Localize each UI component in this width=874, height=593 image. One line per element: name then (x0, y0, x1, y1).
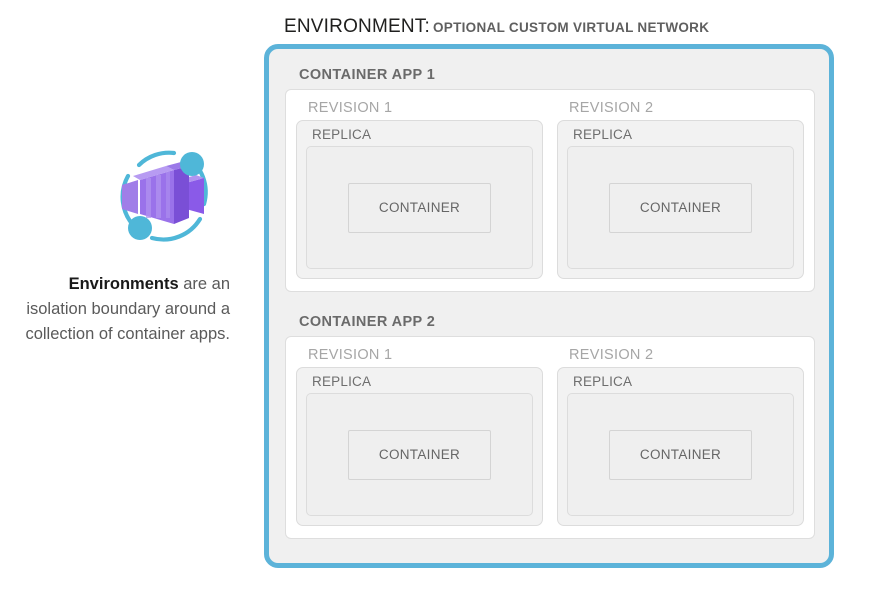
container-app-1-label: CONTAINER APP 1 (299, 67, 436, 83)
app1-revision-1-box: REPLICA CONTAINER (296, 120, 543, 279)
app2-revision-1-replica-box: CONTAINER (306, 393, 533, 516)
page-title: ENVIRONMENT:OPTIONAL CUSTOM VIRTUAL NETW… (284, 16, 709, 38)
app-group-spacer (285, 292, 815, 310)
app2-revision-2-replica-label: REPLICA (573, 374, 633, 389)
app1-revision-2-replica-box: CONTAINER (567, 146, 794, 269)
app1-revision-2-label: REVISION 2 (569, 100, 654, 116)
app2-revision-2-label: REVISION 2 (569, 347, 654, 363)
app2-revision-2-container-box: CONTAINER (609, 429, 752, 480)
container-app-1-group: CONTAINER APP 1 REVISION 1 REPLICA CONTA… (285, 67, 815, 292)
caption-rest: are an isolation boundary around a colle… (25, 275, 230, 343)
app1-revision-1-replica-label: REPLICA (312, 127, 372, 142)
container-app-2-box: REVISION 1 REPLICA CONTAINER REVISION 2 … (285, 336, 815, 539)
app2-revision-2-replica-box: CONTAINER (567, 393, 794, 516)
app2-revision-1-container-box: CONTAINER (348, 429, 491, 480)
caption-text: Environments are an isolation boundary a… (10, 272, 230, 347)
app1-revision-1-replica-box: CONTAINER (306, 146, 533, 269)
app1-revision-2-box: REPLICA CONTAINER (557, 120, 804, 279)
environment-boundary: CONTAINER APP 1 REVISION 1 REPLICA CONTA… (264, 44, 834, 568)
app1-revision-1-column: REVISION 1 REPLICA CONTAINER (296, 98, 543, 279)
container-app-2-group: CONTAINER APP 2 REVISION 1 REPLICA CONTA… (285, 314, 815, 539)
app2-revision-1-label: REVISION 1 (308, 347, 393, 363)
app1-revision-1-label: REVISION 1 (308, 100, 393, 116)
container-app-list: CONTAINER APP 1 REVISION 1 REPLICA CONTA… (269, 49, 829, 563)
caption-lead: Environments (68, 275, 179, 293)
container-app-1-box: REVISION 1 REPLICA CONTAINER REVISION 2 … (285, 89, 815, 292)
app1-revision-2-replica-label: REPLICA (573, 127, 633, 142)
app2-revision-2-column: REVISION 2 REPLICA CONTAINER (557, 345, 804, 526)
app2-revision-1-replica-label: REPLICA (312, 374, 372, 389)
app2-revision-1-box: REPLICA CONTAINER (296, 367, 543, 526)
left-info-panel: Environments are an isolation boundary a… (0, 0, 252, 593)
page-title-main: ENVIRONMENT: (284, 16, 430, 37)
azure-container-apps-logo (112, 142, 218, 248)
app1-revision-2-container-box: CONTAINER (609, 182, 752, 233)
azure-container-apps-icon (120, 150, 208, 242)
app2-revision-1-column: REVISION 1 REPLICA CONTAINER (296, 345, 543, 526)
page-title-subtitle: OPTIONAL CUSTOM VIRTUAL NETWORK (432, 20, 710, 35)
app2-revision-2-box: REPLICA CONTAINER (557, 367, 804, 526)
app1-revision-2-column: REVISION 2 REPLICA CONTAINER (557, 98, 804, 279)
app1-revision-1-container-box: CONTAINER (348, 182, 491, 233)
container-app-2-label: CONTAINER APP 2 (299, 314, 436, 330)
